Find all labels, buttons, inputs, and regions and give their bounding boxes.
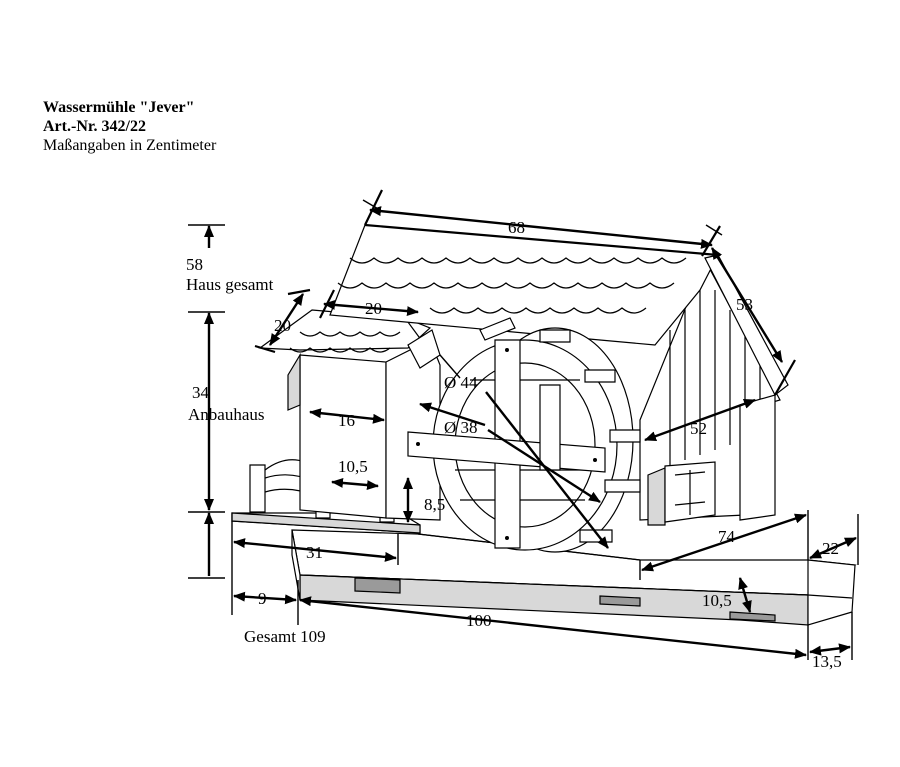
model-drawing (231, 223, 857, 626)
label-channel-length: 74 (718, 527, 736, 546)
units-note: Maßangaben in Zentimeter (43, 137, 217, 154)
label-annex-width: 16 (338, 411, 355, 430)
label-base-length: 100 (466, 611, 492, 630)
label-annex: Anbauhaus (188, 405, 264, 424)
label-house-total: Haus gesamt (186, 275, 274, 294)
label-channel-width: 22 (822, 539, 839, 558)
title-block: Wassermühle "Jever" Art.-Nr. 342/22 Maßa… (43, 98, 216, 155)
label-annex-roof-width: 20 (365, 299, 382, 318)
label-fence-gap: 10,5 (338, 457, 368, 476)
label-annex-value: 34 (192, 383, 210, 402)
base-board (231, 512, 421, 534)
label-roof-slope: 53 (736, 295, 753, 314)
label-annex-roof-depth: 20 (274, 316, 291, 335)
label-fence-height: 8,5 (424, 495, 445, 514)
label-channel-depth: 13,5 (812, 652, 842, 671)
article-number: Art.-Nr. 342/22 (43, 118, 146, 135)
label-channel-height: 10,5 (702, 591, 732, 610)
label-roof-length: 68 (508, 218, 525, 237)
label-base-left: 31 (306, 543, 323, 562)
label-wheel-outer: Ø 44 (444, 373, 478, 392)
drawing-title: Wassermühle "Jever" (43, 99, 195, 116)
dimension-lines (188, 189, 859, 660)
label-offset-left: 9 (258, 589, 267, 608)
label-wheel-inner: Ø 38 (444, 418, 478, 437)
dimension-labels: 58 Haus gesamt 34 Anbauhaus 68 53 20 20 … (186, 218, 842, 671)
label-house-depth: 52 (690, 419, 707, 438)
label-house-total-value: 58 (186, 255, 203, 274)
water-wheel (407, 317, 641, 553)
main-house (329, 223, 789, 526)
label-total: Gesamt 109 (244, 627, 326, 646)
